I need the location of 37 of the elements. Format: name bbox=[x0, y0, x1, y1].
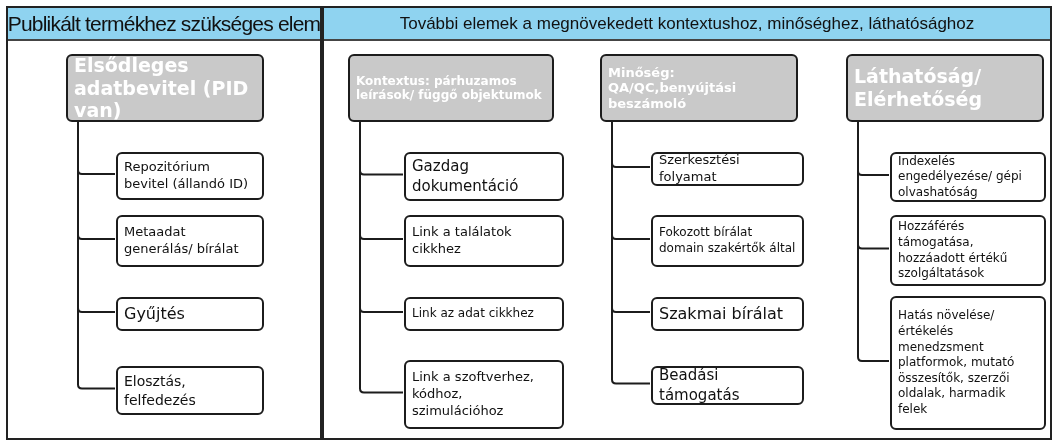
item-box bbox=[890, 296, 1046, 430]
category-box bbox=[600, 54, 798, 122]
box-label: Gyűjtés bbox=[124, 303, 185, 325]
item-box bbox=[651, 152, 804, 186]
box-label: Link a találatok cikkhez bbox=[412, 224, 513, 258]
box-label: Repozitórium bevitel (állandó ID) bbox=[124, 159, 250, 193]
section-heading: Publikált termékhez szükséges elem bbox=[8, 8, 320, 41]
box-label: Metaadat generálás/ bírálat bbox=[124, 224, 240, 258]
box-label: Link az adat cikkhez bbox=[412, 306, 534, 322]
category-box bbox=[846, 54, 1044, 122]
box-label: Gazdag dokumentáció bbox=[412, 157, 520, 196]
box-label: Elosztás, felfedezés bbox=[124, 372, 197, 409]
box-label: Szakmai bírálat bbox=[659, 303, 784, 325]
item-box bbox=[890, 215, 1046, 286]
item-box bbox=[651, 366, 804, 405]
item-box bbox=[404, 215, 564, 267]
item-box bbox=[116, 152, 264, 200]
item-box bbox=[651, 215, 804, 267]
box-label: Indexelés engedélyezése/ gépi olvashatóság bbox=[898, 153, 1023, 201]
box-label: Link a szoftverhez, kódhoz, szimulációhoz bbox=[412, 369, 535, 420]
category-box bbox=[348, 54, 554, 122]
section-panel bbox=[6, 6, 322, 440]
box-label: Szerkesztési folyamat bbox=[659, 152, 741, 186]
item-box bbox=[890, 152, 1046, 202]
box-label: Fokozott bírálat domain szakértők által bbox=[659, 225, 796, 257]
item-box bbox=[404, 360, 564, 429]
item-box bbox=[116, 215, 264, 267]
item-box bbox=[116, 366, 264, 415]
item-box bbox=[404, 297, 564, 331]
box-label: Hatás növelése/ értékelés menedzsment platformok, mutató összesítők, szerzői oldalak, harmadik felek bbox=[898, 308, 1016, 418]
item-box bbox=[116, 297, 264, 331]
item-box bbox=[404, 152, 564, 201]
box-label: Beadási támogatás bbox=[659, 366, 741, 405]
section-panel bbox=[322, 6, 1052, 440]
box-label: Hozzáférés támogatása, hozzáadott értékű szolgáltatások bbox=[898, 219, 1009, 282]
item-box bbox=[651, 297, 804, 331]
section-heading: További elemek a megnövekedett kontextushoz, minőséghez, láthatósághoz bbox=[324, 8, 1050, 41]
